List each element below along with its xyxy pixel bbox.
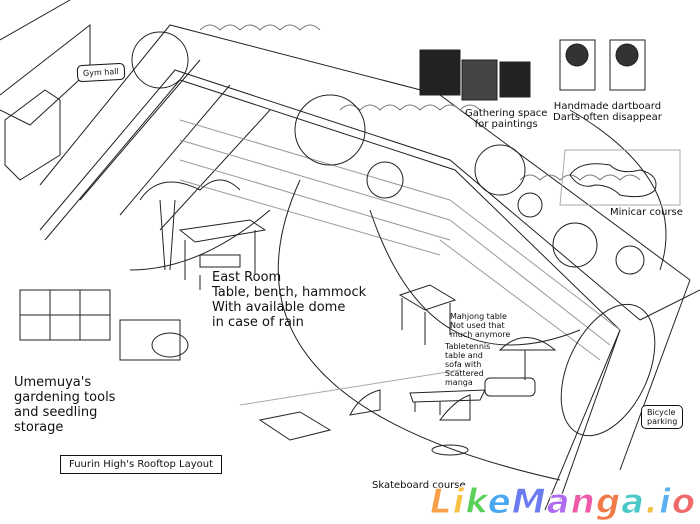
mahjong-table: [398, 284, 457, 345]
foliage: [199, 24, 641, 181]
watermark-letter: M: [511, 482, 547, 523]
skate-ramps: [239, 369, 471, 456]
watermark-letter: a: [621, 482, 646, 523]
watermark-letter: k: [465, 482, 488, 523]
gym-hall-building: [0, 0, 91, 181]
watermark-letter: i: [452, 482, 466, 523]
tabletennis-tables: [409, 389, 486, 415]
callout-circles: [129, 31, 667, 481]
label-minicar-course: Minicar course: [610, 207, 683, 218]
label-gym-hall: Gym hall: [76, 62, 126, 83]
watermark: LikeManga.io: [430, 482, 697, 523]
watermark-letter: n: [570, 482, 596, 523]
label-gardening-storage: Umemuya's gardening tools and seedling s…: [14, 375, 116, 435]
label-skateboard-course: Skateboard course: [372, 480, 466, 491]
watermark-letter: o: [671, 482, 697, 523]
watermark-letter: a: [546, 482, 571, 523]
watermark-letter: i: [659, 482, 672, 523]
sofa: [484, 377, 536, 397]
label-gathering-space: Gathering space for paintings: [465, 108, 548, 130]
minicar-track: [559, 149, 681, 206]
page-title: Fuurin High's Rooftop Layout: [60, 455, 223, 474]
label-tabletennis: Tabletennis table and sofa with Scattere…: [445, 342, 491, 387]
watermark-letter: .: [645, 482, 660, 523]
dartboards: [559, 39, 646, 91]
label-bicycle-parking: Bicycle parking: [641, 405, 684, 429]
label-dartboard: Handmade dartboard Darts often disappear: [553, 101, 662, 123]
label-east-room: East Room Table, bench, hammock With ava…: [212, 270, 367, 330]
watermark-letter: L: [430, 482, 453, 523]
paintings: [419, 49, 531, 101]
watermark-letter: e: [487, 482, 512, 523]
school-building: [39, 24, 700, 511]
east-room-pergola: [139, 179, 267, 290]
label-mahjong-table: Mahjong table Not used that much anymore: [450, 312, 511, 339]
umbrella: [498, 337, 557, 380]
watermark-letter: g: [595, 482, 622, 523]
gardening-shelves: [19, 289, 189, 361]
